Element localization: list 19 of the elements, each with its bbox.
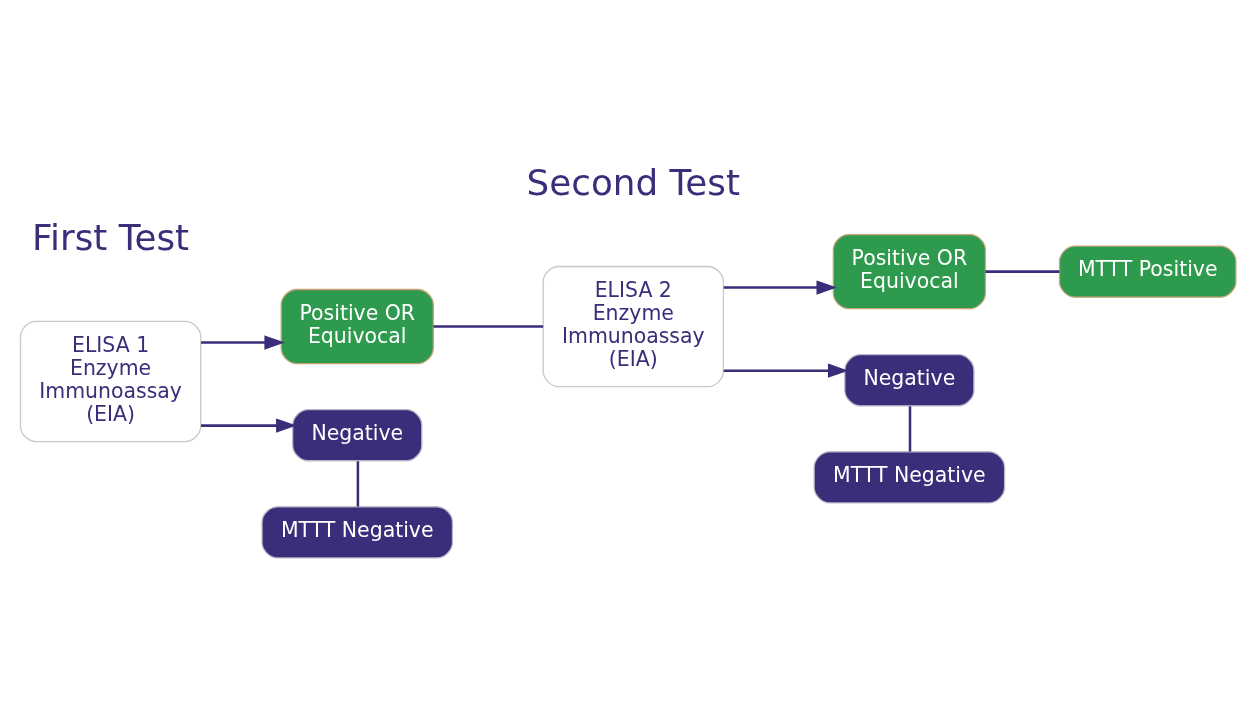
node-box: ELISA 1 Enzyme Immunoassay (EIA) (19, 320, 202, 442)
connector (908, 405, 912, 452)
connector (433, 324, 544, 328)
node-box: MTTT Negative (261, 505, 454, 559)
node-box: Negative (844, 353, 975, 406)
node-box: MTTT Positive (1058, 244, 1237, 298)
node-box: Positive OR Equivocal (832, 233, 987, 309)
arrow (201, 334, 285, 350)
node-box: Positive OR Equivocal (280, 288, 434, 364)
node-box: ELISA 2 Enzyme Immunoassay (EIA) (542, 265, 725, 387)
connector (985, 269, 1060, 273)
node-box: Negative (292, 408, 423, 461)
connector (356, 460, 360, 507)
arrow (201, 417, 297, 433)
label: First Test (32, 216, 190, 258)
arrow (723, 279, 837, 295)
node-box: MTTT Negative (813, 450, 1006, 504)
label: Second Test (526, 161, 741, 203)
arrow (723, 363, 849, 378)
